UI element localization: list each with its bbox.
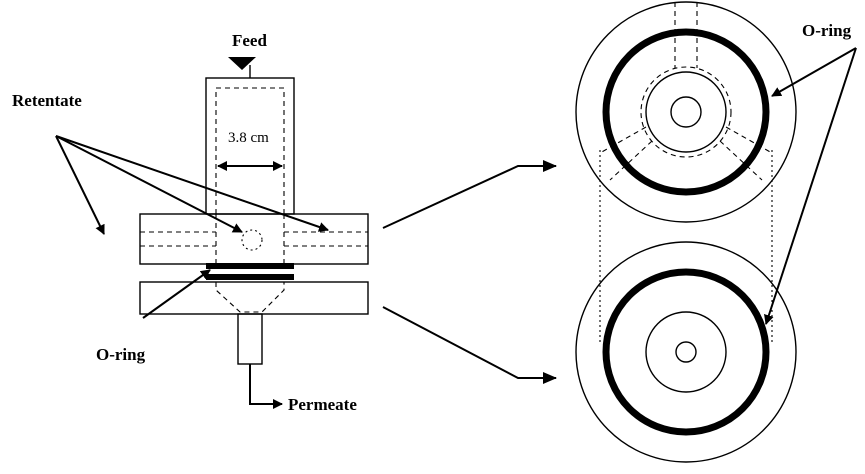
top-outlet-right-b <box>719 140 763 181</box>
retentate-port <box>241 229 263 251</box>
connector-arrow-top <box>382 160 557 229</box>
retentate-arrow-center <box>55 135 243 233</box>
oring-label-left: O-ring <box>96 345 146 364</box>
top-dashed-circle <box>640 66 732 158</box>
bottom-outer-circle <box>575 241 797 463</box>
retentate-label: Retentate <box>12 91 82 110</box>
feed-arrow-icon <box>228 57 256 70</box>
permeate-tube <box>237 313 263 365</box>
top-oring-circle <box>602 28 770 196</box>
top-center-port <box>670 96 702 128</box>
bottom-center-port <box>675 341 697 363</box>
width-dimension-label: 3.8 cm <box>228 130 269 146</box>
oring-arrow-left <box>142 269 211 319</box>
retentate-arrow-right <box>55 135 329 232</box>
oring-arrow-bottom <box>764 47 857 325</box>
permeate-label: Permeate <box>288 395 357 414</box>
feed-label: Feed <box>232 31 267 50</box>
oring-arrow-top <box>771 47 857 97</box>
top-view <box>575 1 797 223</box>
top-outer-circle <box>575 1 797 223</box>
feed-tube <box>205 77 295 215</box>
connector-arrow-bottom <box>382 306 557 384</box>
lower-plate <box>139 281 369 315</box>
upper-plate <box>139 213 369 265</box>
oring-label-right: O-ring <box>802 21 852 40</box>
bottom-oring-circle <box>602 268 770 436</box>
cell-cross-section <box>139 65 369 365</box>
permeate-arrow <box>249 364 283 409</box>
permeate-cone <box>215 282 285 313</box>
bottom-inner-circle <box>645 311 727 393</box>
top-inner-circle <box>645 71 727 153</box>
feed-tube-inner <box>215 87 285 214</box>
bottom-view <box>575 241 797 463</box>
top-outlet-left-b <box>609 140 653 181</box>
retentate-arrow-left <box>55 135 105 235</box>
